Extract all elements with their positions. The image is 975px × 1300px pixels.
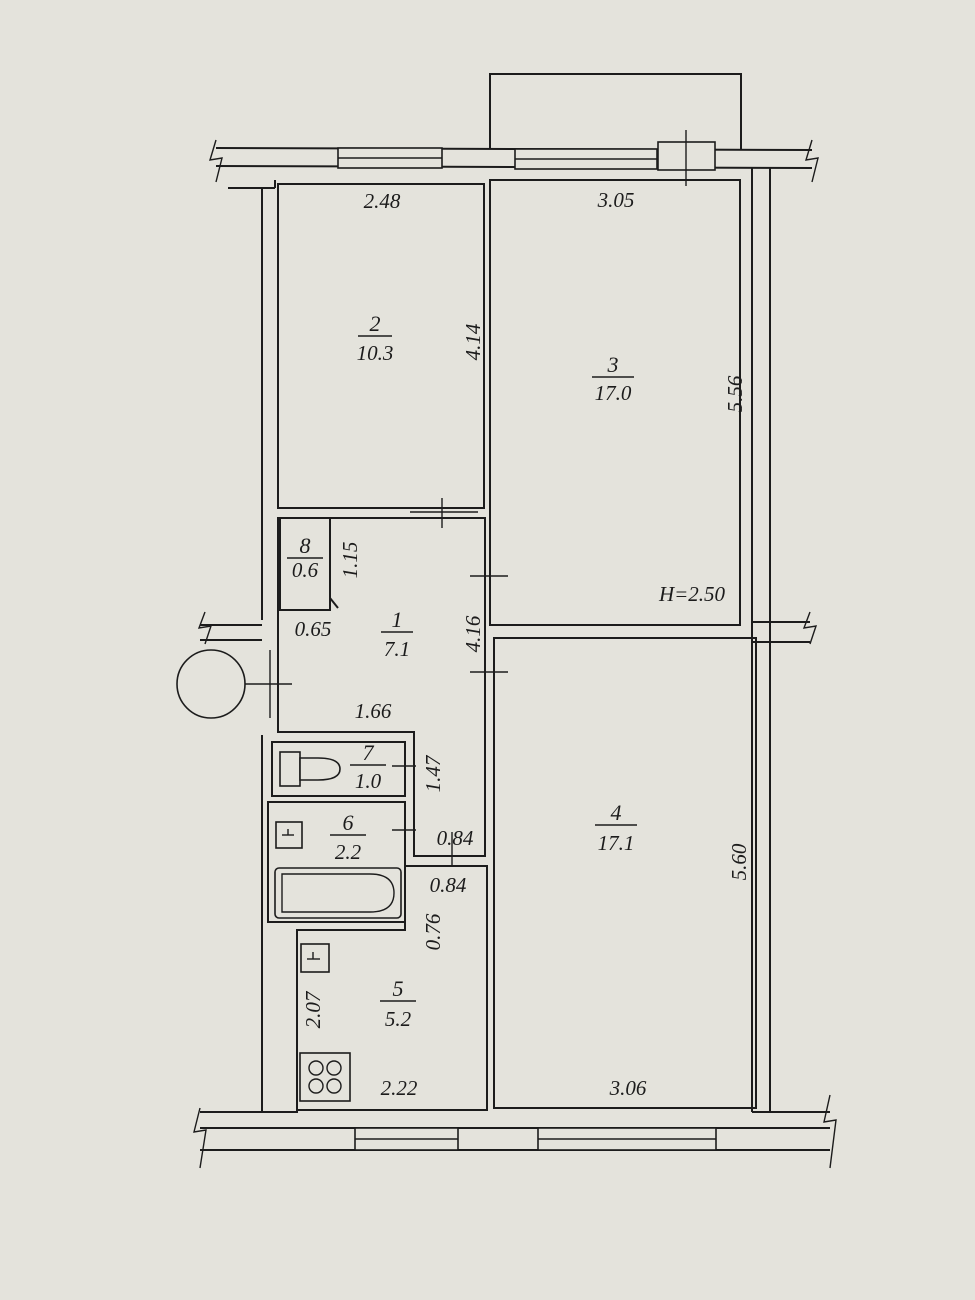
room-3-area: 17.0 xyxy=(595,381,632,405)
dim-passage-width: 0.84 xyxy=(430,873,467,897)
ceiling-height: H=2.50 xyxy=(658,582,726,606)
room-8-number: 8 xyxy=(300,533,311,558)
room-8-outline xyxy=(279,517,331,611)
room-6-outline xyxy=(267,801,406,923)
dim-r4-width: 3.06 xyxy=(609,1076,647,1100)
dim-passage-length: 0.76 xyxy=(421,913,445,950)
room-7-number: 7 xyxy=(363,740,375,765)
room-1-outline xyxy=(277,517,486,857)
dimension-labels: 2.48 4.14 3.05 5.56 H=2.50 1.15 0.65 4.1… xyxy=(295,188,751,1100)
fixtures xyxy=(274,751,402,1102)
dim-r8-width: 0.65 xyxy=(295,617,332,641)
room-4-outline xyxy=(493,637,757,1109)
dim-r3-length: 5.56 xyxy=(723,375,747,412)
toilet-icon xyxy=(279,751,341,787)
bathtub-icon xyxy=(274,867,402,919)
room-2-number: 2 xyxy=(370,311,381,336)
room-5-outline xyxy=(296,865,488,1111)
entrance-marker xyxy=(176,649,292,719)
room-4-area: 17.1 xyxy=(598,831,635,855)
washbasin-icon xyxy=(275,821,303,849)
room-5-area: 5.2 xyxy=(385,1007,412,1031)
room-5-number: 5 xyxy=(393,976,404,1001)
room-2-area: 10.3 xyxy=(357,341,394,365)
dim-r5-width: 2.22 xyxy=(381,1076,418,1100)
room-1-number: 1 xyxy=(392,607,403,632)
room-6-area: 2.2 xyxy=(335,840,362,864)
dim-r4-length: 5.60 xyxy=(727,843,751,880)
room-2-outline xyxy=(277,183,485,509)
stove-icon xyxy=(299,1052,351,1102)
sink-icon xyxy=(300,943,330,973)
room-8-area: 0.6 xyxy=(292,558,319,582)
outer-walls xyxy=(193,139,837,1169)
dim-r2-length: 4.14 xyxy=(461,323,485,360)
dim-r8-length: 1.15 xyxy=(338,542,362,579)
entrance-circle-icon xyxy=(176,649,246,719)
room-7-outline xyxy=(271,741,406,797)
room-4-number: 4 xyxy=(611,800,622,825)
room-6-number: 6 xyxy=(343,810,354,835)
room-outlines xyxy=(267,179,757,1111)
dim-r3-width: 3.05 xyxy=(597,188,635,212)
dim-r1-length: 4.16 xyxy=(461,615,485,652)
balcony xyxy=(489,73,742,186)
dim-r1-width: 1.66 xyxy=(355,699,392,723)
windows xyxy=(337,147,717,1151)
dim-r7-length: 1.47 xyxy=(421,754,445,792)
room-3-outline xyxy=(489,179,741,626)
dim-r6-width: 0.84 xyxy=(437,826,474,850)
doors xyxy=(269,498,508,866)
dim-r5-length: 2.07 xyxy=(301,990,325,1028)
dim-r2-width: 2.48 xyxy=(364,189,401,213)
room-1-area: 7.1 xyxy=(384,637,410,661)
room-3-number: 3 xyxy=(607,352,619,377)
room-labels: 2 10.3 3 17.0 8 0.6 1 7.1 7 1.0 6 2.2 4 … xyxy=(287,311,637,1031)
room-7-area: 1.0 xyxy=(355,769,382,793)
